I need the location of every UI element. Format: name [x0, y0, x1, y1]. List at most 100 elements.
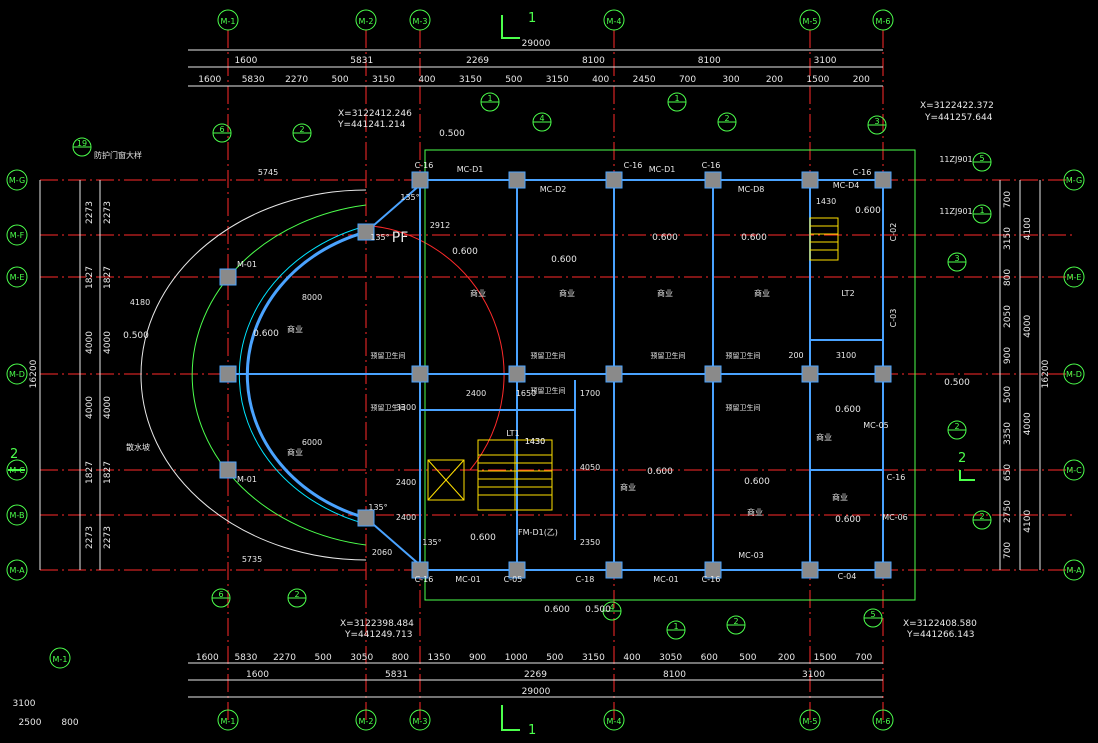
- dim-left-inner: 1827: [103, 266, 113, 289]
- dim-bottom-row1: 700: [855, 653, 872, 663]
- dim-top-row2: 400: [592, 75, 609, 85]
- room-label: 商业: [832, 492, 848, 502]
- window-label: C-02: [889, 223, 898, 242]
- section-marks: [8, 15, 975, 731]
- column: [605, 171, 623, 189]
- coord-1-x: X=3122412.246: [338, 109, 412, 119]
- axis-label-bottom: M-3: [413, 717, 428, 726]
- dim-top-row2: 200: [766, 75, 783, 85]
- column: [874, 365, 892, 383]
- dim-top-row1: 1600: [234, 56, 257, 66]
- dim-right-inner: 4000: [1023, 412, 1033, 435]
- door-label: LT1: [506, 429, 519, 438]
- dim-top-row1: 8100: [698, 56, 721, 66]
- detail-ref-number: 2: [979, 512, 984, 521]
- room-label: 商业: [657, 288, 673, 298]
- detail-ref-number: 1: [674, 94, 679, 103]
- column: [508, 561, 526, 579]
- axis-bubble-bottom: [603, 709, 625, 731]
- survey-coordinates: X=3122412.246 Y=441241.214 X=3122422.372…: [337, 101, 994, 640]
- axis-bubble-top: [355, 9, 377, 31]
- dim-bottom-left: 800: [61, 718, 78, 728]
- door-label: MC-D4: [833, 181, 860, 190]
- axis-bubble-bottom: [217, 709, 239, 731]
- dim-right-outer: 650: [1003, 464, 1013, 481]
- dim-bottom-row1: 500: [315, 653, 332, 663]
- toilet-label: 预留卫生间: [371, 403, 406, 412]
- dim-bottom-row1: 500: [739, 653, 756, 663]
- door-label: M-01: [237, 475, 257, 484]
- axis-label-top: M-2: [359, 17, 374, 26]
- axis-bubble-right: [1063, 266, 1085, 288]
- column: [411, 171, 429, 189]
- dim-left-outer: 4000: [85, 331, 95, 354]
- arc-guide: [359, 224, 505, 471]
- column: [605, 365, 623, 383]
- elevator-shaft: [427, 459, 465, 501]
- column: [508, 365, 526, 383]
- axis-label-left: M-B: [10, 511, 25, 520]
- axis-label-right: M-A: [1066, 566, 1082, 575]
- detail-ref-number: 19: [77, 139, 87, 148]
- note-label: 1700: [580, 389, 600, 398]
- detail-ref-number: 2: [294, 590, 299, 599]
- detail-ref-number: 5: [979, 154, 984, 163]
- dim-top-row1: 3100: [814, 56, 837, 66]
- section-label-right: 2: [958, 451, 966, 466]
- dim-left-outer: 4000: [85, 396, 95, 419]
- axis-label-left: M-E: [10, 273, 25, 282]
- dim-bottom-row1: 900: [469, 653, 486, 663]
- dim-top-row2: 300: [722, 75, 739, 85]
- dim-bottom-left: 3100: [13, 699, 36, 709]
- dim-bottom-row2: 3100: [802, 670, 825, 680]
- coord-4-y: Y=441266.143: [906, 630, 974, 640]
- dim-left-inner: 4000: [103, 331, 113, 354]
- note-label: 1430: [816, 197, 836, 206]
- dim-top-row1: 2269: [466, 56, 489, 66]
- room-label: 商业: [559, 288, 575, 298]
- dim-bottom-row1: 600: [701, 653, 718, 663]
- dim-top-row2: 3150: [546, 75, 569, 85]
- column: [508, 171, 526, 189]
- dim-right-outer: 3150: [1003, 227, 1013, 250]
- coord-3-x: X=3122398.484: [340, 619, 414, 629]
- axis-bubble-top: [799, 9, 821, 31]
- dim-top-row2: 200: [853, 75, 870, 85]
- axis-label-bottom: M-1: [221, 717, 236, 726]
- detail-ref-number: 2: [733, 617, 738, 626]
- axis-bubble-bottom: [799, 709, 821, 731]
- dim-top-total: 29000: [522, 39, 551, 49]
- room-label: LT2: [841, 289, 854, 298]
- dim-bottom-row1: 5830: [234, 653, 257, 663]
- note-label: 200: [788, 351, 803, 360]
- dim-right-inner: 4100: [1023, 217, 1033, 240]
- window-label: C-03: [889, 309, 898, 328]
- dim-bottom-row1: 800: [392, 653, 409, 663]
- column: [357, 509, 375, 527]
- dim-right-outer: 3350: [1003, 422, 1013, 445]
- note-label: 2350: [580, 538, 600, 547]
- elevation-mark: 0.600: [470, 533, 496, 543]
- note-label: 3300: [396, 403, 416, 412]
- room-label: 商业: [620, 482, 636, 492]
- note-label: 11ZJ901: [939, 207, 972, 216]
- axis-label-left: M-F: [10, 231, 25, 240]
- axis-bubble-left: [6, 363, 28, 385]
- note-label: 6000: [302, 438, 322, 447]
- dim-top-row2: 400: [418, 75, 435, 85]
- window-label: C-05: [504, 575, 523, 584]
- note-label: 135°: [368, 503, 387, 512]
- dim-bottom-row1: 3050: [350, 653, 373, 663]
- axis-bubble-top: [603, 9, 625, 31]
- dim-right-outer: 800: [1003, 269, 1013, 286]
- note-label: 135°: [370, 233, 389, 242]
- toilet-label: 预留卫生间: [726, 351, 761, 360]
- dim-bottom-row1: 3050: [659, 653, 682, 663]
- dim-bottom-row1: 1500: [814, 653, 837, 663]
- axis-bubble-extra: [49, 647, 71, 669]
- axis-bubble-left: [6, 459, 28, 481]
- axis-label-left: M-G: [9, 176, 25, 185]
- elevation-mark: 0.500: [123, 331, 149, 341]
- elevation-mark: 0.600: [835, 405, 861, 415]
- door-label: MC-03: [738, 551, 764, 560]
